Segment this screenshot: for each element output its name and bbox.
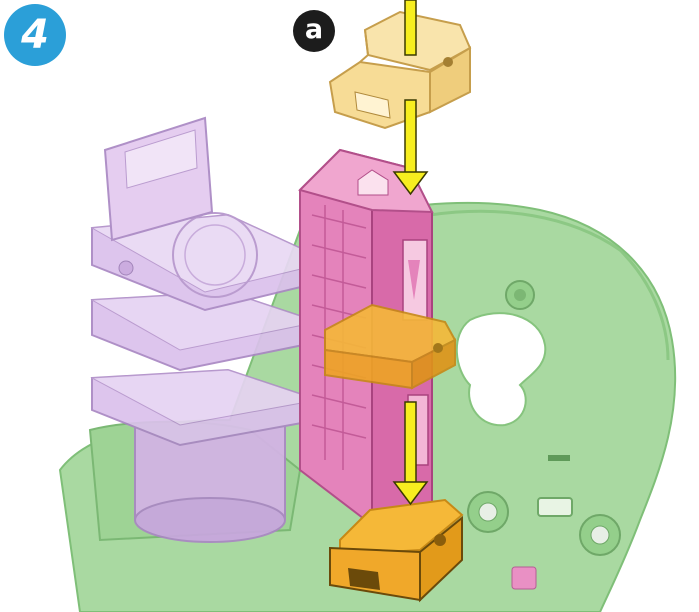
part-label-badge: a xyxy=(293,10,335,52)
part-letter: a xyxy=(305,16,323,43)
step-number: 4 xyxy=(21,15,49,55)
base-slot xyxy=(548,455,570,461)
step-number-badge: 4 xyxy=(4,4,66,66)
base-post xyxy=(580,515,620,555)
base-slot xyxy=(538,498,572,516)
base-post xyxy=(468,492,508,532)
base-post xyxy=(506,281,534,309)
pink-marker xyxy=(512,567,536,589)
loose-part-a xyxy=(330,12,470,128)
